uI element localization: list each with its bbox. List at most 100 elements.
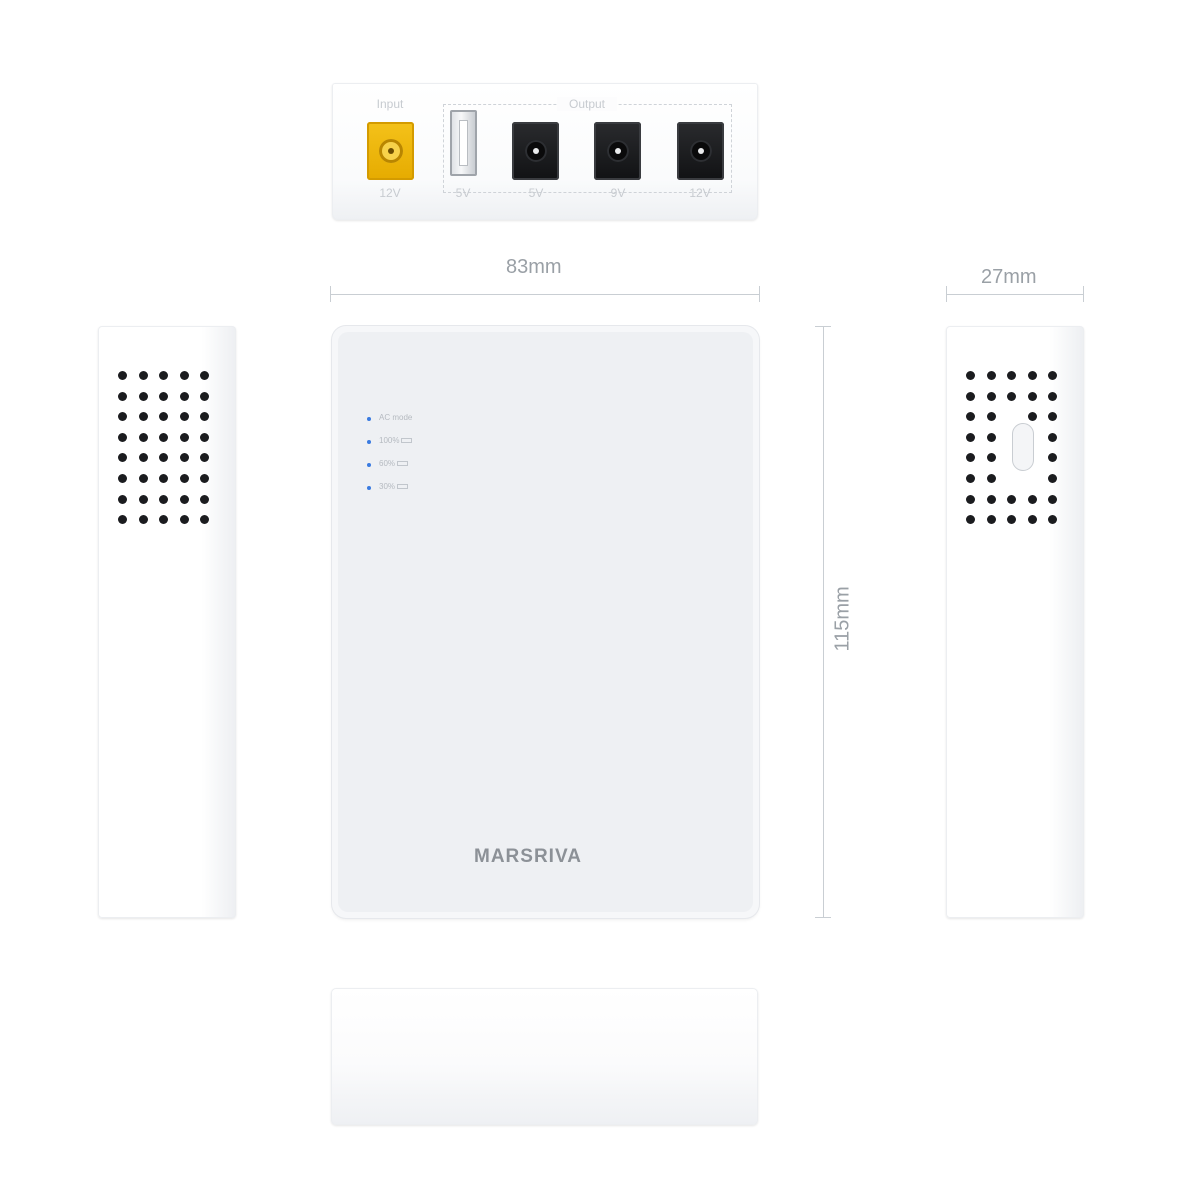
- vent-hole: [1027, 371, 1037, 380]
- battery-icon: [397, 461, 409, 467]
- vent-hole: [966, 432, 975, 442]
- vent-hole: [200, 371, 209, 380]
- vent-grille-right: [966, 371, 1066, 531]
- dc-output-port-9v: [594, 122, 641, 180]
- vent-hole: [966, 474, 975, 483]
- vent-hole: [179, 515, 189, 525]
- vent-hole: [1027, 391, 1037, 401]
- dc-output-port-12v: [677, 122, 724, 180]
- vent-hole: [1048, 453, 1057, 463]
- led-label-ac-mode: AC mode: [379, 413, 413, 422]
- vent-hole: [986, 432, 996, 442]
- vent-hole: [986, 391, 996, 401]
- output-label: Output: [557, 97, 617, 111]
- width-dimension-line: [330, 294, 760, 295]
- vent-hole: [118, 391, 127, 401]
- usb-port-label: 5V: [455, 186, 471, 200]
- port-label-5v: 5V: [528, 186, 544, 200]
- led-label-30-row: 30%: [379, 482, 409, 491]
- vent-hole: [179, 474, 189, 483]
- vent-hole: [966, 391, 975, 401]
- vent-hole: [1048, 412, 1057, 422]
- vent-hole: [1048, 391, 1057, 401]
- vent-hole: [179, 432, 189, 442]
- height-dimension-line: [823, 326, 824, 918]
- vent-hole: [966, 494, 975, 504]
- vent-hole: [138, 391, 148, 401]
- depth-dimension-line: [946, 294, 1084, 295]
- vent-hole: [966, 515, 975, 525]
- vent-hole: [118, 371, 127, 380]
- vent-hole: [138, 371, 148, 380]
- vent-hole: [159, 412, 168, 422]
- led-60: [367, 463, 371, 467]
- vent-hole: [986, 474, 996, 483]
- bottom-view-panel: [331, 988, 758, 1125]
- vent-hole: [159, 474, 168, 483]
- vent-hole: [159, 371, 168, 380]
- dc-input-port: [367, 122, 414, 180]
- port-label-12v: 12V: [689, 186, 711, 200]
- vent-hole: [1027, 412, 1037, 422]
- vent-hole: [138, 474, 148, 483]
- vent-hole: [986, 453, 996, 463]
- led-label-30: 30%: [379, 482, 396, 491]
- vent-hole: [138, 494, 148, 504]
- vent-hole: [179, 453, 189, 463]
- vent-hole: [159, 391, 168, 401]
- width-dimension-label: 83mm: [506, 256, 562, 278]
- vent-hole: [179, 494, 189, 504]
- vent-hole: [118, 453, 127, 463]
- height-dimension-label: 115mm: [831, 586, 854, 652]
- vent-hole: [200, 432, 209, 442]
- vent-hole: [1027, 494, 1037, 504]
- vent-hole: [986, 515, 996, 525]
- front-panel: [332, 326, 759, 918]
- battery-icon: [397, 484, 409, 490]
- vent-hole: [118, 515, 127, 525]
- vent-hole: [200, 453, 209, 463]
- vent-hole: [200, 474, 209, 483]
- vent-hole: [1048, 371, 1057, 380]
- brand-logo: MARSRIVA: [474, 846, 582, 867]
- vent-hole: [159, 494, 168, 504]
- led-label-60: 60%: [379, 459, 396, 468]
- vent-hole: [986, 371, 996, 380]
- vent-hole: [986, 412, 996, 422]
- vent-hole: [159, 432, 168, 442]
- vent-hole: [1027, 515, 1037, 525]
- usb-port: [450, 110, 477, 176]
- height-tick-top: [815, 326, 831, 327]
- height-tick-bottom: [815, 917, 831, 918]
- width-tick-right: [759, 286, 760, 302]
- power-switch[interactable]: [1012, 423, 1034, 471]
- vent-hole: [1048, 432, 1057, 442]
- vent-hole: [159, 515, 168, 525]
- led-label-100-row: 100%: [379, 436, 413, 445]
- depth-tick-right: [1083, 286, 1084, 302]
- vent-hole: [200, 515, 209, 525]
- vent-hole: [966, 453, 975, 463]
- right-side-panel: [946, 326, 1084, 918]
- vent-hole: [966, 412, 975, 422]
- battery-icon: [401, 438, 413, 444]
- vent-hole: [138, 412, 148, 422]
- input-label: Input: [376, 97, 404, 111]
- width-tick-left: [330, 286, 331, 302]
- depth-dimension-label: 27mm: [981, 266, 1037, 288]
- vent-hole: [179, 371, 189, 380]
- vent-hole: [138, 432, 148, 442]
- input-port-label: 12V: [379, 186, 401, 200]
- port-label-9v: 9V: [610, 186, 626, 200]
- depth-tick-left: [946, 286, 947, 302]
- led-label-100: 100%: [379, 436, 400, 445]
- led-ac-mode: [367, 417, 371, 421]
- vent-hole: [118, 432, 127, 442]
- vent-hole: [966, 371, 975, 380]
- vent-hole: [200, 494, 209, 504]
- vent-hole: [1048, 494, 1057, 504]
- vent-hole: [118, 474, 127, 483]
- vent-hole: [986, 494, 996, 504]
- vent-hole: [138, 515, 148, 525]
- vent-hole: [118, 494, 127, 504]
